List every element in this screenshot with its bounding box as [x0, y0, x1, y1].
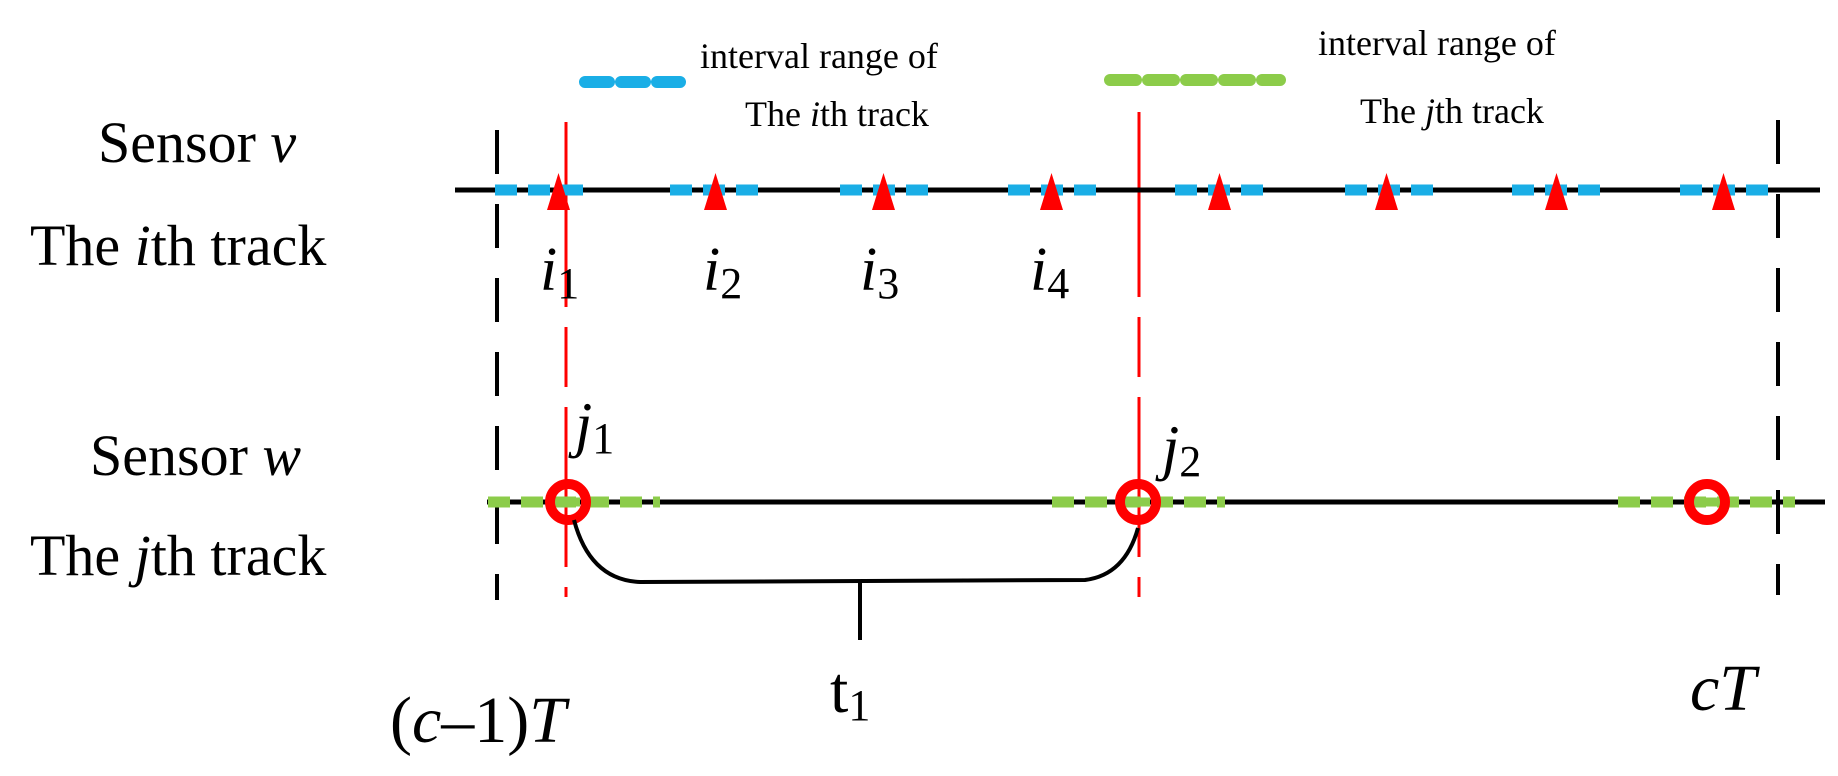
j-track-markers	[545, 479, 1730, 525]
sensor-v-label: Sensor v	[98, 110, 296, 175]
i-point-label-1: i1	[540, 236, 579, 308]
legend-j-line1: interval range of	[1318, 23, 1556, 63]
triangle-marker	[872, 173, 895, 210]
sensor-w-label: Sensor w	[90, 423, 301, 488]
i-point-label-2: i2	[703, 236, 742, 308]
legend-j-line2: The jth track	[1360, 91, 1544, 131]
circle-marker	[1684, 479, 1730, 525]
legend-i-line2: The ith track	[745, 94, 929, 134]
j-point-label-2: j2	[1155, 414, 1201, 486]
interval-brace	[572, 519, 1140, 585]
axis-left-label: (c–1)T	[390, 684, 570, 757]
triangle-marker	[704, 173, 727, 210]
triangle-marker	[1712, 173, 1735, 210]
i-point-labels: i1 i2 i3 i4	[540, 236, 1069, 308]
j-point-label-1: j1	[568, 391, 614, 463]
triangle-marker	[1375, 173, 1398, 210]
triangle-marker	[1545, 173, 1568, 210]
i-track-markers	[547, 173, 1735, 210]
triangle-marker	[547, 173, 570, 210]
axis-right-label: cT	[1690, 652, 1760, 725]
sensor-v-track-label: The ith track	[30, 213, 326, 278]
circle-marker	[1115, 479, 1161, 525]
i-point-label-3: i3	[860, 236, 899, 308]
triangle-marker	[1040, 173, 1063, 210]
circle-marker	[545, 479, 591, 525]
brace-label: t1	[830, 654, 870, 730]
triangle-marker	[1208, 173, 1231, 210]
sensor-w-track-label: The jth track	[30, 523, 326, 588]
legend-i-line1: interval range of	[700, 36, 938, 76]
legend: interval range of The ith track interval…	[579, 23, 1556, 134]
i-point-label-4: i4	[1030, 236, 1069, 308]
